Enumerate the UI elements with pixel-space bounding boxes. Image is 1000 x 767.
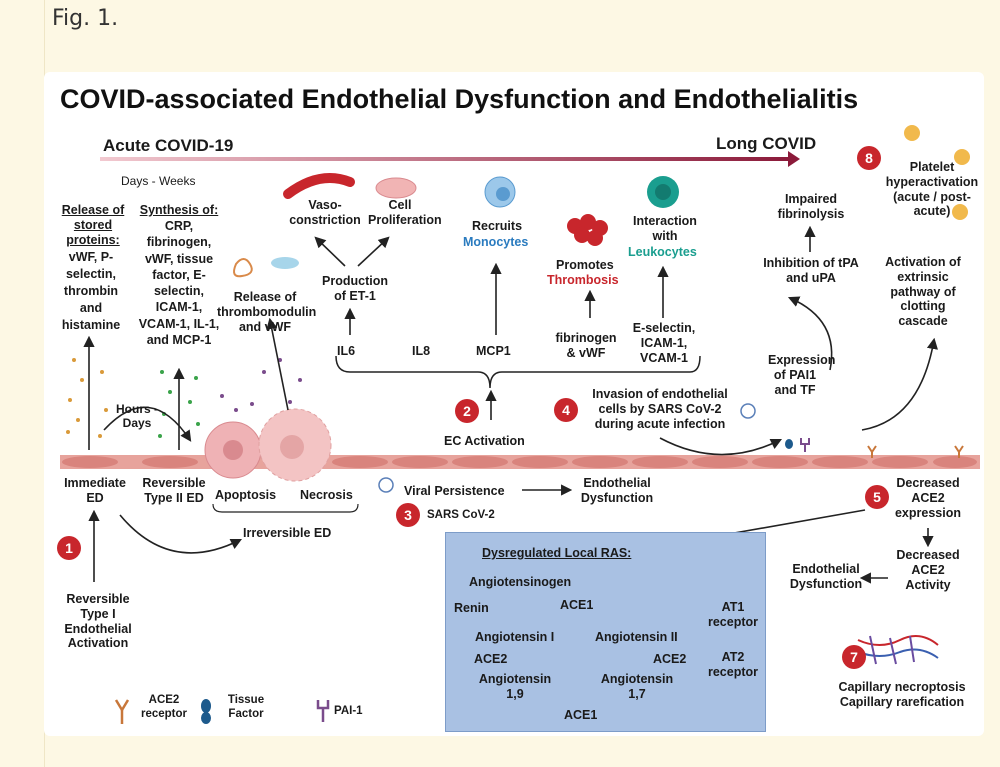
platelet-icon: [904, 125, 970, 220]
angiotensinogen-label: Angiotensinogen: [469, 575, 572, 589]
cell-proliferation-label: Cell Proliferation: [368, 198, 442, 227]
apoptotic-cell: [204, 421, 262, 479]
promotes-label: Promotes: [556, 258, 614, 272]
cell-proliferation-icon: [375, 177, 417, 199]
inhibition-label: Inhibition of tPA and uPA: [763, 256, 859, 285]
capillary-icon: [857, 635, 939, 665]
release-heading: Release of stored proteins:: [61, 203, 125, 247]
release-items: vWF, P-selectin, thrombin and histamine: [61, 250, 121, 332]
recruits-label: Recruits: [472, 219, 523, 233]
platelet-label: Platelet hyperactivation (acute / post-a…: [885, 160, 979, 219]
apoptosis-label: Apoptosis: [215, 488, 277, 502]
thrombomodulin-label: Release of thrombomodulin and vWF: [217, 290, 317, 334]
synthesis-items: CRP, fibrinogen, vWF, tissue factor, E-s…: [138, 219, 220, 347]
days-weeks-label: Days - Weeks: [121, 174, 196, 188]
reversible-ii-label: Reversible Type II ED: [142, 476, 206, 505]
angiotensin-17-label: Angiotensin 1,7: [600, 672, 674, 701]
viral-persistence-label: Viral Persistence: [404, 484, 505, 498]
badge-5: 5: [865, 485, 889, 509]
legend-ace2-label: ACE2 receptor: [140, 694, 188, 720]
ec-activation-label: EC Activation: [444, 434, 525, 448]
thrombomodulin-dots: [220, 358, 302, 412]
decreased-activity-label: Decreased ACE2 Activity: [896, 548, 960, 592]
acute-covid-label: Acute COVID-19: [103, 136, 234, 155]
il6-label: IL6: [337, 344, 356, 358]
capillary-label: Capillary necroptosis Capillary rarefica…: [838, 680, 966, 709]
vasoconstriction-label: Vaso-constriction: [289, 198, 361, 227]
interaction-label: Interaction with: [633, 214, 697, 243]
monocytes-label: Monocytes: [463, 235, 529, 249]
figure-caption: Fig. 1.: [52, 6, 119, 31]
ace1-bottom-label: ACE1: [564, 708, 598, 722]
badge-2: 2: [455, 399, 479, 423]
extrinsic-label: Activation of extrinsic pathway of clott…: [885, 255, 961, 328]
decreased-expression-label: Decreased ACE2 expression: [894, 476, 961, 520]
thrombus-icon: [567, 214, 608, 246]
badge-4: 4: [554, 398, 578, 422]
reversible-i-label: Reversible Type I Endothelial Activation: [64, 592, 132, 651]
ras-panel: [445, 532, 766, 732]
necrotic-cell: [258, 408, 332, 482]
badge-3: 3: [396, 503, 420, 527]
tissue-factor-icon: [201, 699, 211, 724]
necrosis-label: Necrosis: [300, 488, 353, 502]
thrombosis-label: Thrombosis: [547, 273, 619, 287]
badge-7: 7: [842, 645, 866, 669]
death-brace: [212, 503, 359, 513]
sars-cov2-label: SARS CoV-2: [427, 509, 495, 521]
invasion-label: Invasion of endothelial cells by SARS Co…: [592, 387, 728, 431]
virus-icon: [378, 403, 756, 493]
endothelial-dysfunction-label: Endothelial Dysfunction: [580, 476, 654, 505]
timeline-arrow: [100, 151, 800, 167]
angiotensin-i-label: Angiotensin I: [475, 630, 555, 644]
synthesis-heading: Synthesis of:: [139, 203, 219, 217]
cytokine-brace: [335, 355, 701, 389]
ace2-right-label: ACE2: [653, 652, 687, 666]
at1-receptor-label: AT1 receptor: [707, 600, 759, 629]
legend-tissue-factor-label: Tissue Factor: [227, 694, 265, 720]
angiotensin-19-label: Angiotensin 1,9: [478, 672, 552, 701]
et1-label: Production of ET-1: [322, 274, 388, 303]
leukocyte-icon: [647, 176, 679, 208]
expression-label: Expression of PAI1 and TF: [768, 353, 836, 397]
leukocytes-label: Leukocytes: [628, 245, 697, 259]
at2-receptor-label: AT2 receptor: [707, 650, 759, 679]
impaired-fibrinolysis-label: Impaired fibrinolysis: [777, 192, 845, 221]
badge-1: 1: [57, 536, 81, 560]
endothelial-cell-layer: [60, 455, 980, 469]
badge-8: 8: [857, 146, 881, 170]
figure-title: COVID-associated Endothelial Dysfunction…: [60, 84, 859, 114]
ace2-left-label: ACE2: [474, 652, 508, 666]
legend-pai1-label: PAI-1: [334, 705, 363, 717]
hours-days-label: Hours - Days: [116, 402, 158, 431]
long-covid-label: Long COVID: [716, 134, 817, 153]
vasoconstriction-vessel-icon: [283, 173, 355, 199]
ace2-receptor-icon: [114, 699, 130, 724]
irreversible-ed-label: Irreversible ED: [243, 526, 332, 540]
endothelial-dysfunction-right-label: Endothelial Dysfunction: [789, 562, 863, 591]
thrombomodulin-icon: [233, 257, 299, 278]
angiotensin-ii-label: Angiotensin II: [595, 630, 678, 644]
pai1-icon: [316, 700, 330, 722]
ace1-top-label: ACE1: [560, 598, 594, 612]
membrane-tf-pai1-icons: [785, 438, 964, 458]
immediate-ed-label: Immediate ED: [64, 476, 126, 505]
eselectin-label: E-selectin, ICAM-1, VCAM-1: [632, 321, 696, 365]
ras-heading: Dysregulated Local RAS:: [482, 546, 632, 560]
released-protein-dots: [66, 358, 108, 438]
renin-label: Renin: [454, 601, 489, 615]
mcp1-label: MCP1: [476, 344, 511, 358]
monocyte-icon: [484, 176, 516, 208]
fibrinogen-vwf-label: fibrinogen & vWF: [555, 331, 617, 360]
il8-label: IL8: [412, 344, 431, 358]
